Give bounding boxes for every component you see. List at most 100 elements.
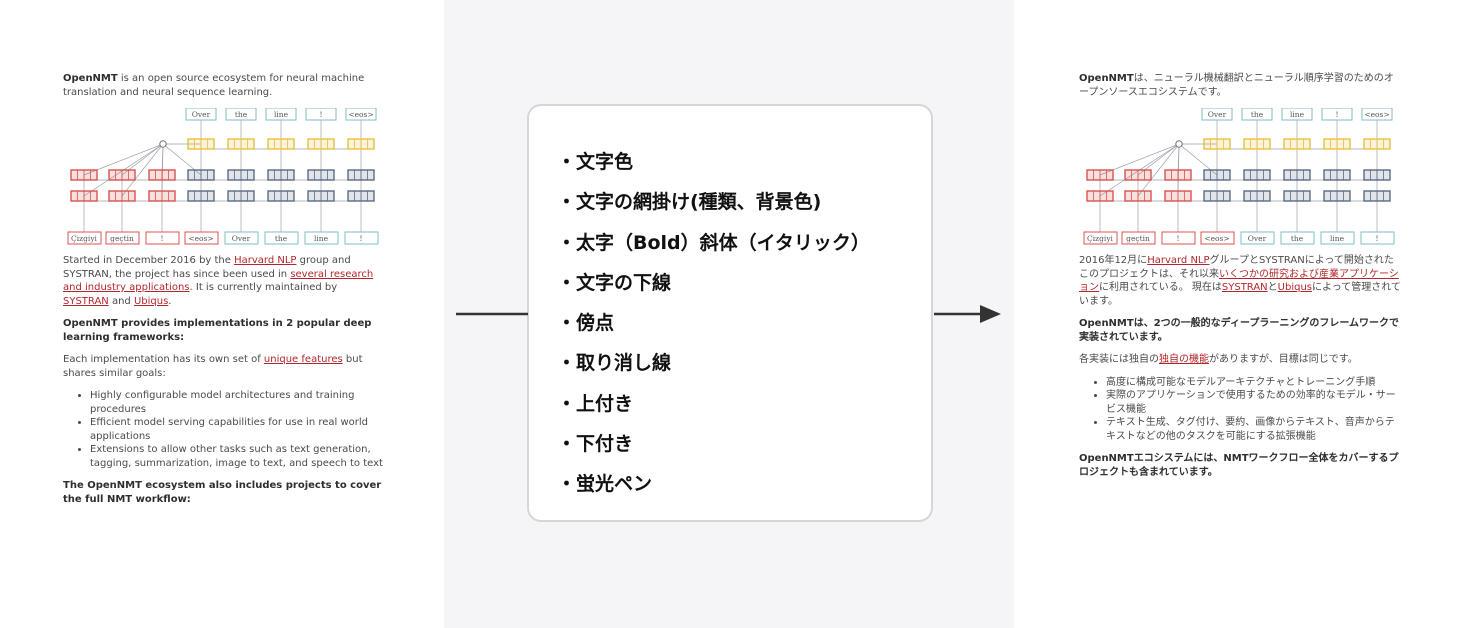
svg-text:geçtin: geçtin [1126,234,1150,243]
decoder-cell [1283,169,1311,181]
decoder-cell [1323,169,1351,181]
feature-item-subscript: ・下付き [557,433,634,456]
svg-text:<eos>: <eos> [348,110,373,119]
svg-text:the: the [1251,110,1264,119]
output-token: the [225,108,257,121]
svg-text:Çizgiyi: Çizgiyi [1087,234,1114,243]
attention-node [159,140,167,148]
decoder-cell [187,190,215,202]
decoder-cell [347,190,375,202]
intro-bold: OpenNMT [63,73,118,84]
goals-paragraph: Each implementation has its own set of u… [63,353,383,380]
feature-item-text-color: ・文字色 [557,151,634,173]
decoder-cell [1243,169,1271,181]
decoder-cell [1363,190,1391,202]
input-token: Çizgiyi [67,231,102,245]
impl-heading: OpenNMTは、2つの一般的なディープラーニングのフレームワークで実装されてい… [1079,318,1400,343]
attention-cell [1243,138,1271,150]
input-token: line [1320,231,1355,245]
decoder-cell [1283,190,1311,202]
svg-text:Over: Over [1208,110,1227,119]
encoder-cell [70,190,98,202]
impl-heading: OpenNMT provides implementations in 2 po… [63,318,372,343]
output-token: Over [1201,108,1233,121]
svg-text:!: ! [359,234,362,243]
applications-link[interactable]: いくつかの研究および産業アプリケーション [1079,268,1399,294]
svg-text:!: ! [1375,234,1378,243]
input-token: the [1280,231,1315,245]
list-item: テキスト生成、タグ付け、要約、画像からテキスト、音声からテキストなどの他のタスク… [1106,416,1401,443]
svg-text:<eos>: <eos> [1364,110,1389,119]
feature-item-bold-italic: ・太字（Bold）斜体（イタリック） [557,231,870,254]
japanese-doc: OpenNMTは、ニューラル機械翻訳とニューラル順序学習のためのオープンソースエ… [1079,72,1401,488]
decoder-cell [1203,169,1231,181]
svg-text:!: ! [160,234,163,243]
goals-list: Highly configurable model architectures … [63,389,383,470]
input-token: ! [1360,231,1395,245]
systran-link[interactable]: SYSTRAN [1221,282,1268,293]
japanese-doc-panel: OpenNMTは、ニューラル機械翻訳とニューラル順序学習のためのオープンソースエ… [1014,0,1460,628]
svg-text:line: line [274,110,289,119]
encoder-cell [108,169,136,181]
attention-cell [1323,138,1351,150]
intro-text: is an open source ecosystem for neural m… [63,73,365,98]
ubiqus-link[interactable]: Ubiqus [1277,282,1313,293]
input-token: ! [344,231,379,245]
decoder-cell [1203,190,1231,202]
english-doc: OpenNMT is an open source ecosystem for … [63,72,383,515]
input-token: ! [1161,231,1196,245]
intro-paragraph: OpenNMTは、ニューラル機械翻訳とニューラル順序学習のためのオープンソースエ… [1079,72,1401,99]
history-text-1: Started in December 2016 by the [63,255,235,266]
encoder-cell [108,190,136,202]
attention-cell [307,138,335,150]
unique-features-link[interactable]: 独自の機能 [1159,354,1209,365]
closing-paragraph: The OpenNMT ecosystem also includes proj… [63,480,382,505]
attention-cell [227,138,255,150]
history-text-2: group and SYSTRAN, the project has since… [63,255,351,280]
intro-bold: OpenNMT [1079,73,1134,84]
svg-text:the: the [1291,234,1304,243]
decoder-cell [267,190,295,202]
output-token: <eos> [345,108,377,121]
encoder-cell [1086,190,1114,202]
input-token: line [304,231,339,245]
feature-list: ・文字色 ・文字の網掛け(種類、背景色) ・太字（Bold）斜体（イタリック） … [557,142,870,505]
systran-link[interactable]: SYSTRAN [63,295,109,307]
list-item: Extensions to allow other tasks such as … [90,443,383,470]
ubiqus-link[interactable]: Ubiqus [133,295,169,307]
encoder-cell [1164,169,1192,181]
svg-text:the: the [275,234,288,243]
decoder-cell [1323,190,1351,202]
attention-cell [1203,138,1231,150]
english-doc-panel: OpenNMT is an open source ecosystem for … [0,0,444,628]
decoder-cell [1363,169,1391,181]
svg-text:the: the [235,110,248,119]
history-text-5: . [168,295,172,307]
history-paragraph: Started in December 2016 by the Harvard … [63,254,383,308]
unique-features-link[interactable]: unique features [263,354,343,365]
decoder-cell [267,169,295,181]
svg-text:Çizgiyi: Çizgiyi [71,234,98,243]
input-token: the [264,231,299,245]
harvard-nlp-link[interactable]: Harvard NLP [234,255,297,266]
decoder-cell [227,190,255,202]
history-text-1: 2016年12月に [1079,255,1148,266]
encoder-cell [1124,190,1152,202]
history-text-4: and [108,295,134,307]
input-token: geçtin [1121,231,1156,245]
encoder-cell [1164,190,1192,202]
goals-text-2: がありますが、目標は同じです。 [1209,354,1358,365]
list-item: 高度に構成可能なモデルアーキテクチャとトレーニング手順 [1106,376,1401,390]
input-token: Over [224,231,259,245]
history-text-4: と [1267,282,1278,293]
encoder-cell [70,169,98,181]
input-token: Çizgiyi [1083,231,1118,245]
harvard-nlp-link[interactable]: Harvard NLP [1147,255,1210,266]
feature-item-shading: ・文字の網掛け(種類、背景色) [557,191,822,214]
input-token: ! [145,231,180,245]
attention-node [1175,140,1183,148]
svg-text:<eos>: <eos> [1204,234,1229,243]
svg-text:!: ! [1176,234,1179,243]
svg-text:Over: Over [232,234,251,243]
applications-link[interactable]: several research and industry applicatio… [63,268,374,294]
